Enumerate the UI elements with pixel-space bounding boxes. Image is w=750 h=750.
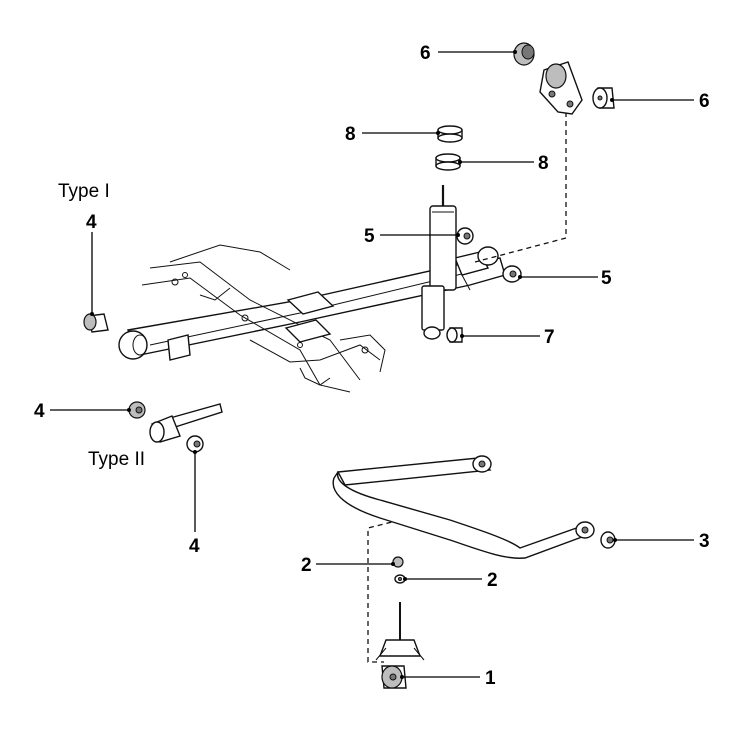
callout-4-type2-bottom: 4	[189, 536, 200, 557]
callout-4-type2-top: 4	[34, 401, 45, 422]
callout-3: 3	[699, 531, 710, 552]
bushing-part-4-type2-bottom	[186, 435, 204, 453]
bushing-part-4-type1	[83, 313, 109, 333]
axle-frame-assembly	[118, 244, 506, 393]
bushing-part-4-type2-top	[128, 401, 146, 419]
shock-absorber	[421, 185, 457, 340]
stabilizer-link-bracket	[375, 602, 425, 661]
bushing-part-7	[446, 327, 463, 343]
bushing-part-1	[381, 665, 407, 689]
type2-link-assembly	[149, 403, 223, 443]
callout-6-right: 6	[699, 91, 710, 112]
callout-8-lower: 8	[538, 153, 549, 174]
bushing-part-2-upper	[392, 556, 404, 568]
leader-lines	[50, 50, 694, 679]
callout-2-lower: 2	[487, 570, 498, 591]
type-1-label: Type I	[58, 181, 110, 202]
bushing-part-6-top	[513, 42, 535, 66]
bushing-part-6-right	[592, 87, 615, 109]
type-2-label: Type II	[88, 449, 145, 470]
dashed-line-upper	[474, 112, 567, 263]
dashed-line-lower	[367, 519, 401, 663]
callout-1: 1	[485, 668, 496, 689]
stabilizer-bar	[332, 455, 595, 559]
callout-2-upper: 2	[301, 555, 312, 576]
callout-5-left: 5	[364, 226, 375, 247]
bushing-part-8-lower	[435, 153, 461, 171]
bushing-part-8-upper	[437, 125, 463, 143]
callout-5-right: 5	[601, 268, 612, 289]
bushing-part-3	[600, 531, 616, 549]
bushing-part-5-right	[502, 265, 522, 283]
callout-8-upper: 8	[345, 124, 356, 145]
callout-6-top: 6	[420, 43, 431, 64]
bushing-part-2-lower	[394, 574, 406, 584]
shackle-bracket	[539, 61, 583, 115]
callout-4-type1: 4	[86, 212, 97, 233]
callout-7: 7	[544, 327, 555, 348]
